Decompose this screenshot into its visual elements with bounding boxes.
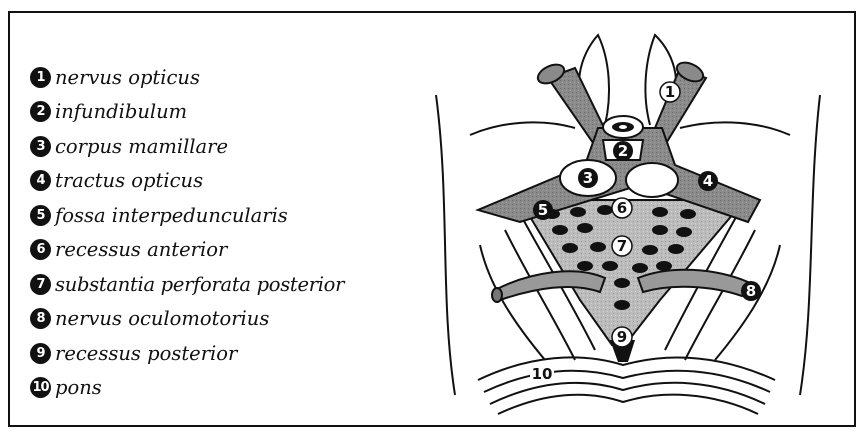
perforation-dot xyxy=(632,263,648,273)
right-mamillary-body xyxy=(626,163,678,197)
perforation-dot xyxy=(602,261,618,271)
perforation-dot xyxy=(597,205,613,215)
perforation-dot xyxy=(676,227,692,237)
marker-label: 10 xyxy=(532,365,553,383)
perforation-dot xyxy=(570,207,586,217)
perforation-dot xyxy=(680,209,696,219)
right-outer-contour xyxy=(800,95,820,395)
marker-2: 2 xyxy=(613,141,633,161)
marker-label: 9 xyxy=(617,328,627,346)
left-outer-contour xyxy=(436,95,455,395)
marker-label: 1 xyxy=(665,83,675,101)
right-gyrus-curve xyxy=(680,122,790,135)
right-temporal-line xyxy=(715,245,780,360)
perforation-dot xyxy=(614,300,630,310)
marker-5: 5 xyxy=(533,200,553,220)
perforation-dot xyxy=(652,207,668,217)
marker-label: 5 xyxy=(538,201,548,219)
marker-label: 4 xyxy=(703,172,713,190)
marker-7: 7 xyxy=(612,236,632,256)
marker-label: 7 xyxy=(617,237,627,255)
pons-line xyxy=(498,395,758,414)
perforation-dot xyxy=(590,242,606,252)
marker-label: 3 xyxy=(583,169,593,187)
marker-9: 9 xyxy=(612,327,632,347)
perforation-dot xyxy=(652,225,668,235)
marker-10: 10 xyxy=(530,364,554,383)
perforation-dot xyxy=(577,261,593,271)
marker-1: 1 xyxy=(660,82,680,102)
perforation-dot xyxy=(642,245,658,255)
left-gyrus-curve xyxy=(470,122,575,135)
marker-label: 8 xyxy=(746,282,756,300)
marker-3: 3 xyxy=(578,168,598,188)
marker-8: 8 xyxy=(741,281,761,301)
left-temporal-line xyxy=(480,245,545,360)
marker-6: 6 xyxy=(612,198,632,218)
marker-label: 6 xyxy=(617,199,627,217)
perforation-dot xyxy=(577,223,593,233)
marker-label: 2 xyxy=(618,142,628,160)
infundibulum-highlight xyxy=(619,125,627,129)
perforation-dot xyxy=(562,243,578,253)
perforation-dot xyxy=(552,225,568,235)
perforation-dot xyxy=(668,244,684,254)
marker-4: 4 xyxy=(698,171,718,191)
perforation-dot xyxy=(614,278,630,288)
left-oculomotor-nerve-cut xyxy=(492,288,502,302)
pons xyxy=(478,357,775,414)
